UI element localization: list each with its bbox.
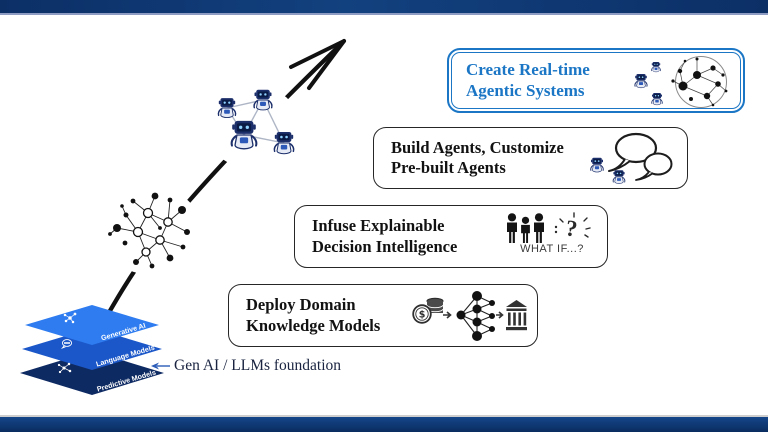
step-box-create-realtime-agentic-systems: Create Real-time Agentic Systems (447, 48, 745, 113)
decision-intelligence-icons: ? (507, 212, 591, 243)
foundation-stack: Generative AI Language Models Predictive… (20, 305, 164, 395)
step-title-line2: Knowledge Models (246, 315, 381, 335)
flow-arrow-icon (443, 311, 452, 319)
step-title-line1: Create Real-time (466, 59, 590, 79)
coins-icon: $ (412, 297, 444, 324)
top-border-band (0, 0, 768, 15)
people-icon (507, 213, 544, 243)
bank-icon (506, 300, 527, 331)
step-box-infuse-decision-intelligence: Infuse Explainable Decision Intelligence (294, 205, 608, 268)
predictive-models-icon (57, 362, 72, 374)
step-title-line1: Deploy Domain (246, 295, 356, 315)
network-sphere-icon (671, 56, 728, 108)
foundation-caption-arrow (151, 362, 170, 370)
agent-robots-cluster-icon (206, 85, 300, 169)
what-if-caption: WHAT IF...? (520, 243, 584, 255)
step-title-line1: Build Agents, Customize (391, 137, 564, 157)
agentic-systems-icons (634, 56, 728, 108)
network-graph-cluster-icon (102, 187, 202, 275)
generative-ai-icon (63, 312, 77, 324)
growth-arrow (104, 39, 346, 319)
agent-robots-icon (590, 157, 626, 185)
flow-arrow-icon (496, 311, 504, 319)
step-title: Deploy Domain Knowledge Models (229, 295, 380, 335)
step-box-build-agents: Build Agents, Customize Pre-built Agents (373, 127, 688, 189)
foundation-caption: Gen AI / LLMs foundation (174, 357, 342, 374)
domain-models-icons: $ (412, 291, 527, 341)
step-title-line2: Pre-built Agents (391, 158, 506, 177)
step-box-deploy-domain-models: Deploy Domain Knowledge Models $ (228, 284, 538, 347)
language-models-icon (60, 339, 73, 350)
step-title-line1: Infuse Explainable (312, 216, 445, 236)
speech-bubbles-icon (608, 132, 673, 181)
build-agents-icons (590, 132, 673, 185)
neural-network-icon (456, 291, 495, 341)
svg-text:$: $ (419, 310, 426, 321)
svg-text:?: ? (564, 215, 579, 241)
step-title: Build Agents, Customize Pre-built Agents (374, 138, 564, 178)
step-title: Create Real-time Agentic Systems (449, 60, 590, 101)
bottom-border-band (0, 415, 768, 432)
agent-robots-icon (634, 61, 663, 106)
step-title: Infuse Explainable Decision Intelligence (295, 216, 457, 256)
step-title-line2: Agentic Systems (466, 80, 585, 100)
step-title-line2: Decision Intelligence (312, 236, 458, 256)
question-sparks-icon: ? (554, 212, 591, 242)
